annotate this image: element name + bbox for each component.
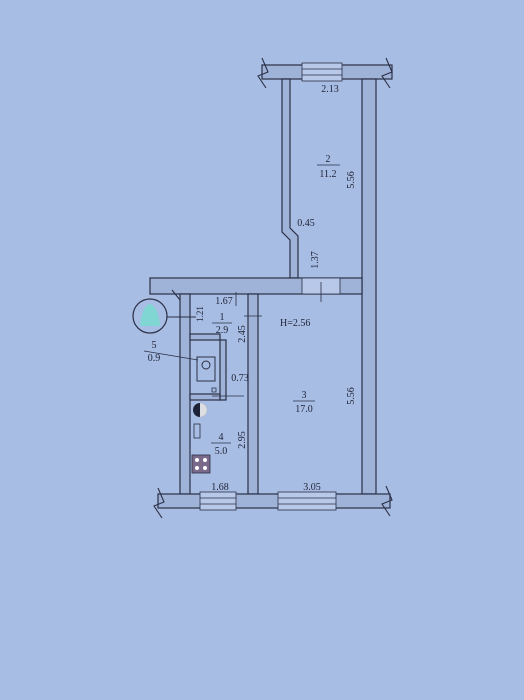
room-number: 1 <box>220 312 225 323</box>
building-right-wall <box>361 78 377 495</box>
break-mark <box>153 487 165 519</box>
bath-bottom-wall <box>189 393 221 401</box>
room2-window <box>301 62 343 82</box>
room-2 <box>257 57 393 495</box>
room3-window <box>277 491 337 511</box>
room-1-label: 1 2.9 <box>212 312 232 336</box>
dim-room3-width: 3.05 <box>303 482 321 493</box>
dim-corridor-width: 1.37 <box>310 251 321 269</box>
tap-icon <box>211 387 217 393</box>
room-number: 4 <box>219 432 224 443</box>
room-area: 5.0 <box>215 446 228 457</box>
room-area: 11.2 <box>319 169 336 180</box>
dim-room2-recess: 0.45 <box>297 218 315 229</box>
dim-room2-length: 5.56 <box>346 171 357 189</box>
dim-hall-width: 1.67 <box>215 296 233 307</box>
room-area: 0.9 <box>148 353 161 364</box>
cooktop-icon <box>191 454 211 474</box>
ceiling-height: H=2.56 <box>280 318 310 329</box>
room-area: 17.0 <box>295 404 313 415</box>
dim-hall-depth-b: 2.45 <box>237 325 248 343</box>
break-mark <box>381 57 393 89</box>
left-outer-wall <box>179 293 191 495</box>
dim-room3-length: 5.56 <box>346 387 357 405</box>
room-3-label: 3 17.0 <box>293 390 315 415</box>
room-area: 2.9 <box>216 325 229 336</box>
bath-side-wall <box>219 339 227 401</box>
dim-kitchen-length: 2.95 <box>237 431 248 449</box>
dim-room2-width: 2.13 <box>321 84 339 95</box>
break-mark <box>381 485 393 517</box>
ventilation-fixture <box>132 298 196 334</box>
room-number: 5 <box>152 340 157 351</box>
room-2-label: 2 11.2 <box>317 154 340 180</box>
break-mark <box>257 57 269 89</box>
bottom-wall <box>157 493 391 509</box>
hall-room3-wall <box>247 293 259 495</box>
room-number: 2 <box>326 154 331 165</box>
sink-icon <box>193 423 201 439</box>
dim-kitchen-width: 1.68 <box>211 482 229 493</box>
kitchen-window <box>199 491 237 511</box>
dim-bath-depth: 0.73 <box>231 373 249 384</box>
ventilation-icon <box>140 304 160 326</box>
room2-left-wall <box>281 78 299 279</box>
bath-top-wall <box>189 333 221 341</box>
room-5-label: 5 0.9 <box>143 340 199 364</box>
room-4-label: 4 5.0 <box>211 432 231 457</box>
room-number: 3 <box>302 390 307 401</box>
dim-hall-depth-a: 1.21 <box>195 306 205 322</box>
toilet-icon <box>196 356 216 382</box>
